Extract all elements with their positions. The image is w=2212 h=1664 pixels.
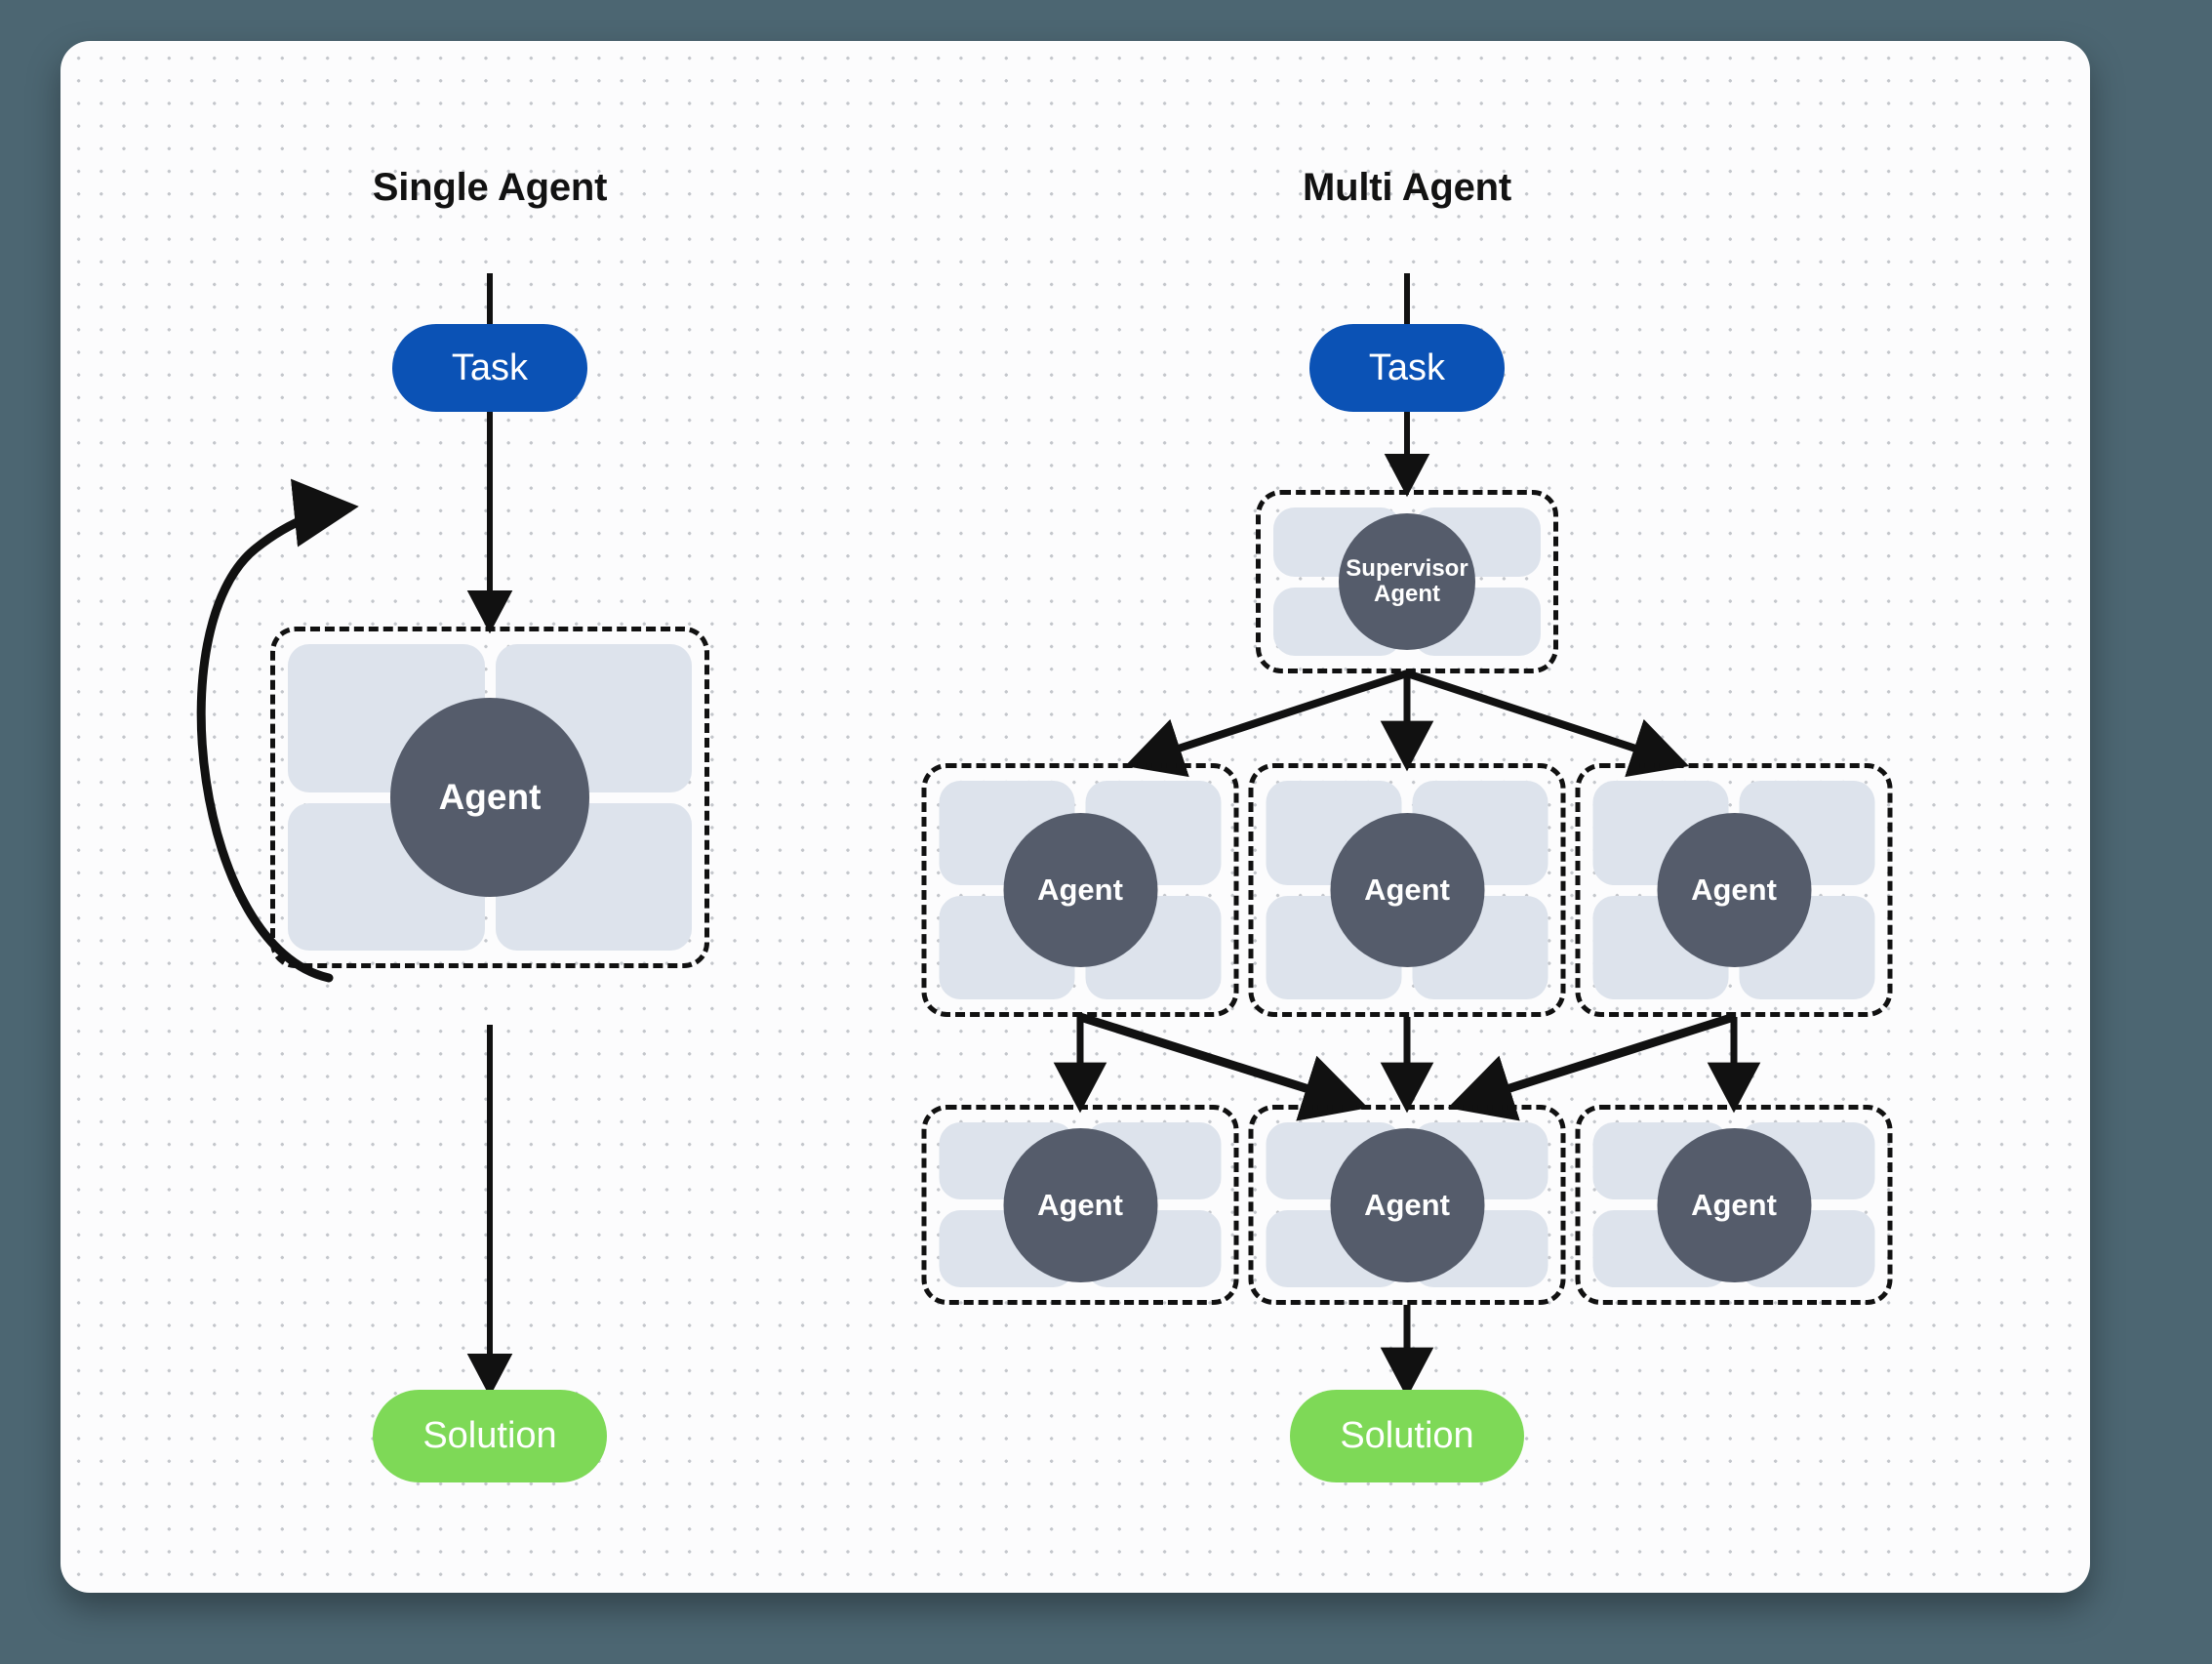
multi-agent-row2-card-2[interactable]: Agent <box>1248 1105 1566 1305</box>
agent-orb[interactable]: Agent <box>1330 813 1484 967</box>
edge-agent1-to-agent5 <box>1078 1012 1369 1121</box>
agent-orb[interactable]: Agent <box>1003 813 1157 967</box>
multi-agent-row1-card-1[interactable]: Agent <box>921 763 1239 1017</box>
task-label: Task <box>451 346 529 388</box>
agent-orb[interactable]: Agent <box>1330 1127 1484 1282</box>
supervisor-agent-orb[interactable]: Supervisor Agent <box>1339 513 1475 650</box>
solution-label: Solution <box>422 1415 557 1456</box>
single-agent-solution-node[interactable]: Solution <box>373 1390 607 1482</box>
agent-label: Agent <box>1691 1187 1777 1222</box>
agent-label: Agent <box>1037 1187 1123 1222</box>
single-agent-card[interactable]: Agent <box>270 627 709 968</box>
agent-label: Agent <box>1691 873 1777 908</box>
solution-label: Solution <box>1340 1415 1474 1456</box>
single-agent-task-node[interactable]: Task <box>392 324 587 412</box>
agent-label: Agent <box>1364 1187 1450 1222</box>
multi-agent-row1-card-2[interactable]: Agent <box>1248 763 1566 1017</box>
agent-orb[interactable]: Agent <box>1657 1127 1811 1282</box>
multi-agent-row2-card-3[interactable]: Agent <box>1575 1105 1893 1305</box>
edge-supervisor-to-agent3 <box>1405 670 1690 778</box>
single-agent-title: Single Agent <box>372 166 608 209</box>
agent-label: Agent <box>1037 873 1123 908</box>
agent-label: Agent <box>1364 873 1450 908</box>
multi-agent-row1-card-3[interactable]: Agent <box>1575 763 1893 1017</box>
multi-agent-solution-node[interactable]: Solution <box>1290 1390 1524 1482</box>
diagram-canvas: Single Agent Task Agent Solution <box>60 41 2090 1593</box>
multi-agent-task-node[interactable]: Task <box>1309 324 1505 412</box>
supervisor-agent-card[interactable]: Supervisor Agent <box>1256 490 1558 673</box>
edge-supervisor-to-agent1 <box>1124 670 1409 778</box>
supervisor-label-line-2: Agent <box>1374 581 1440 607</box>
supervisor-label-line-1: Supervisor <box>1346 555 1468 583</box>
agent-label: Agent <box>438 777 542 818</box>
edge-agent3-to-agent5 <box>1447 1012 1736 1121</box>
multi-agent-title: Multi Agent <box>1302 166 1512 209</box>
agent-orb[interactable]: Agent <box>1657 813 1811 967</box>
task-label: Task <box>1368 346 1446 388</box>
multi-agent-row2-card-1[interactable]: Agent <box>921 1105 1239 1305</box>
agent-orb[interactable]: Agent <box>390 698 589 897</box>
agent-orb[interactable]: Agent <box>1003 1127 1157 1282</box>
